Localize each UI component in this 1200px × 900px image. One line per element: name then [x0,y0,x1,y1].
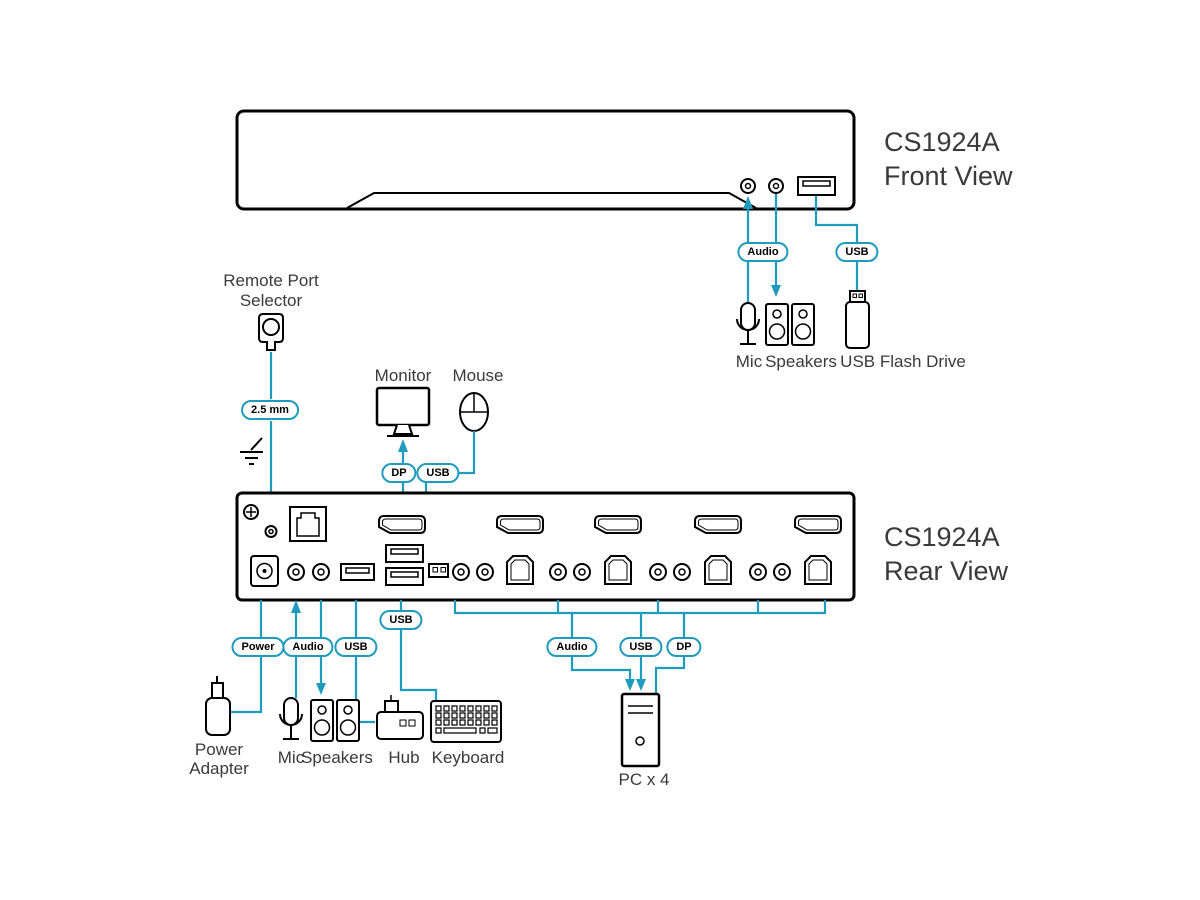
dp-port-console [378,515,426,534]
callout-usb-keyboard: USB [379,610,423,630]
usb-flash-drive-icon [845,290,870,349]
callout-usb-front: USB [835,242,879,262]
label-mic-front: Mic [735,352,763,371]
audio-jack-port [649,563,667,581]
usb-a-port [340,563,375,581]
usb-b-port-pc3 [704,555,732,585]
arrow-down-icon [625,679,635,691]
callout-pc-audio: Audio [546,637,598,657]
usb-a-port-stacked [385,544,424,586]
audio-jack-port [573,563,591,581]
audio-jack-port [452,563,470,581]
usb-hub-icon [376,695,424,740]
callout-usb-hub: USB [334,637,378,657]
front-usb-port [797,176,836,196]
arrow-down-icon [771,285,781,297]
label-usb-flash-drive: USB Flash Drive [840,352,966,371]
grounding-screw-port [243,504,259,520]
front-audio-ports [740,178,784,194]
label-selector: Selector [239,291,303,310]
usb-b-port-pc2 [604,555,632,585]
dp-port-pc4 [794,515,842,534]
power-jack-port [250,555,279,587]
speakers-icon [765,303,815,346]
mouse-icon [459,392,489,432]
mic-icon [736,302,760,345]
dcc-port [428,563,449,578]
dp-port-pc2 [594,515,642,534]
callout-dp-console: DP [381,463,417,483]
rj45-port [289,506,327,542]
callout-2-5mm: 2.5 mm [241,400,299,420]
usb-b-port-pc4 [804,555,832,585]
dp-port-pc3 [694,515,742,534]
dp-port-pc1 [496,515,544,534]
speakers-icon [310,699,360,742]
audio-jack-port [773,563,791,581]
rear-view-title: CS1924A [884,522,1000,552]
label-monitor: Monitor [374,366,432,385]
callout-pc-dp: DP [666,637,702,657]
remote-jack-port [264,525,278,538]
arrow-up-icon [743,196,753,209]
arrow-down-icon [636,679,646,691]
label-pc-x4: PC x 4 [618,770,670,789]
label-keyboard: Keyboard [431,748,505,767]
keyboard-icon [430,700,502,743]
callout-audio-rear: Audio [282,637,334,657]
label-speakers-front: Speakers [765,352,837,371]
callout-pc-usb: USB [619,637,663,657]
audio-jack-port [476,563,494,581]
audio-jack-port [287,563,305,581]
audio-jack-port [549,563,567,581]
rear-view-subtitle: Rear View [884,556,1009,586]
label-mic-rear: Mic [277,748,305,767]
label-power-adapter-line1: Power [194,740,244,759]
remote-port-selector-icon [258,313,284,351]
mic-icon [279,697,303,740]
arrow-up-icon [291,600,301,613]
label-hub: Hub [388,748,420,767]
monitor-icon [375,386,431,437]
audio-jack-port [749,563,767,581]
label-power-adapter-line2: Adapter [189,759,249,778]
label-mouse: Mouse [452,366,504,385]
front-view-subtitle: Front View [884,161,1013,191]
front-view-title: CS1924A [884,127,1000,157]
label-speakers-rear: Speakers [301,748,373,767]
pc-tower-icon [620,692,661,768]
label-remote-port: Remote Port [223,271,319,290]
front-panel-device [235,109,856,211]
callout-usb-mouse: USB [416,463,460,483]
rear-ports [243,504,842,587]
usb-b-port-pc1 [506,555,534,585]
arrow-down-icon [316,683,326,695]
arrow-up-icon [398,439,408,452]
ground-icon [240,437,263,465]
callout-power: Power [231,637,285,657]
power-adapter-icon [205,676,231,736]
audio-jack-port [673,563,691,581]
callout-audio-front: Audio [737,242,789,262]
audio-jack-port [312,563,330,581]
rear-panel-device [235,491,856,602]
